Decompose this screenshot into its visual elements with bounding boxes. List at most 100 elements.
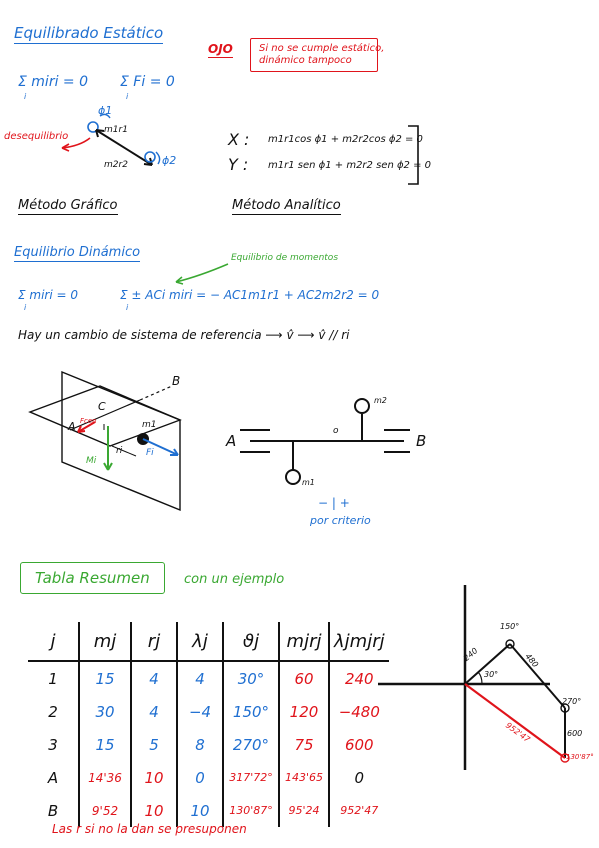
- label-C-3d: C: [98, 400, 106, 413]
- shaft-label-o: o: [333, 426, 339, 436]
- ojo-note: Si no se cumple estático, dinámico tampo…: [250, 38, 385, 72]
- ojo-note-line1: Si no se cumple estático,: [259, 43, 385, 54]
- summary-title: Tabla Resumen: [20, 562, 165, 594]
- header-mjrj: mjrj: [278, 622, 329, 662]
- cell-rj: 5: [130, 728, 177, 761]
- section-title-static: Equilibrado Estático: [14, 24, 164, 44]
- label-ri: ri: [116, 446, 123, 456]
- cell-rj: 10: [130, 761, 177, 794]
- label-m2r2: m2r2: [104, 160, 128, 170]
- cell-thetaj: 130'87°: [222, 794, 279, 827]
- ojo-label: OJO: [208, 42, 233, 58]
- label-phi1: ϕ1: [98, 104, 113, 117]
- cell-j: 3: [48, 735, 58, 754]
- label-phi2: ϕ2: [162, 154, 177, 167]
- x-equation: m1r1cos ϕ1 + m2r2cos ϕ2 = 0: [268, 134, 423, 145]
- label-B-3d: B: [172, 374, 181, 388]
- shaft-label-B: B: [416, 432, 427, 450]
- cell-rj: 4: [130, 661, 177, 695]
- cell-lambdaj: 4: [176, 661, 223, 695]
- poly-label-150: 150°: [500, 622, 520, 631]
- y-equation: m1r1 sen ϕ1 + m2r2 sen ϕ2 = 0: [268, 160, 432, 171]
- shaft-sign: − | +: [318, 496, 350, 510]
- metodo-grafico: Método Gráfico: [18, 198, 118, 215]
- cell-thetaj: 270°: [222, 728, 279, 761]
- momentos-note: Equilibrio de momentos: [231, 253, 339, 263]
- poly-label-30: 30°: [484, 670, 499, 679]
- cell-lambdaj: 8: [176, 728, 223, 761]
- dynamic-eq2-index: i: [126, 303, 129, 312]
- poly-label-600: 600: [567, 729, 583, 738]
- cell-j: B: [47, 801, 59, 820]
- cell-lambdamjrj: 600: [328, 728, 389, 761]
- cell-lambdamjrj: 952'47: [328, 794, 389, 827]
- header-mj: mj: [78, 622, 131, 662]
- label-m1-3d: m1: [142, 420, 157, 430]
- cell-lambdaj: −4: [176, 695, 223, 728]
- summary-table: j mj rj λj ϑj mjrj λjmjrj 1 15 4 4 30° 6…: [28, 622, 389, 827]
- desequilibrio-label: desequilibrio: [4, 131, 69, 142]
- header-lambdamjrj: λjmjrj: [328, 622, 389, 662]
- cell-j: 1: [48, 669, 58, 688]
- table-row: A 14'36 10 0 317'72° 143'65 0: [28, 761, 389, 794]
- cambio-referencia: Hay un cambio de sistema de referencia ⟶…: [18, 328, 350, 342]
- cell-lambdamjrj: 0: [328, 761, 389, 794]
- ojo-note-line2: dinámico tampoco: [259, 55, 352, 66]
- summary-subtitle: con un ejemplo: [184, 572, 285, 587]
- cell-mjrj: 143'65: [278, 761, 329, 794]
- cell-mj: 15: [78, 661, 131, 695]
- static-eq-forces: Σ Fi = 0: [120, 74, 175, 90]
- cell-rj: 10: [130, 794, 177, 827]
- dynamic-eq1-index: i: [24, 303, 27, 312]
- cell-rj: 4: [130, 695, 177, 728]
- cell-j: A: [47, 768, 59, 787]
- cell-lambdaj: 0: [176, 761, 223, 794]
- table-row: 3 15 5 8 270° 75 600: [28, 728, 389, 761]
- label-fcent: Fcen: [80, 417, 97, 425]
- dynamic-eq2: Σ ± ACi miri = − AC1m1r1 + AC2m2r2 = 0: [120, 288, 380, 302]
- shaft-label-m1: m1: [302, 478, 315, 487]
- x-axis-label: X :: [228, 130, 250, 149]
- table-row: B 9'52 10 10 130'87° 95'24 952'47: [28, 794, 389, 827]
- cell-mjrj: 120: [278, 695, 329, 728]
- label-A-3d: A: [68, 420, 76, 433]
- summary-footer: Las r si no la dan se presuponen: [52, 822, 247, 836]
- shaft-label-m2: m2: [374, 396, 387, 405]
- table-header-row: j mj rj λj ϑj mjrj λjmjrj: [28, 622, 389, 662]
- dynamic-eq1: Σ miri = 0: [18, 288, 79, 302]
- cell-mj: 9'52: [78, 794, 131, 827]
- header-thetaj: ϑj: [222, 622, 279, 662]
- cell-mjrj: 75: [278, 728, 329, 761]
- cell-mj: 15: [78, 728, 131, 761]
- label-fi: Fi: [146, 448, 154, 458]
- static-eq-moments: Σ miri = 0: [18, 74, 89, 90]
- cell-lambdamjrj: 240: [328, 661, 389, 695]
- cell-lambdamjrj: −480: [328, 695, 389, 728]
- cell-thetaj: 317'72°: [222, 761, 279, 794]
- shaft-criterio: por criterio: [310, 514, 371, 527]
- label-mi: Mi: [86, 456, 97, 466]
- table-row: 2 30 4 −4 150° 120 −480: [28, 695, 389, 728]
- cell-mjrj: 95'24: [278, 794, 329, 827]
- cell-thetaj: 150°: [222, 695, 279, 728]
- header-j: j: [28, 622, 79, 662]
- cell-mjrj: 60: [278, 661, 329, 695]
- table-row: 1 15 4 4 30° 60 240: [28, 661, 389, 695]
- section-title-dynamic: Equilibrio Dinámico: [14, 245, 141, 262]
- label-m1r1: m1r1: [104, 125, 128, 135]
- static-eq-index1: i: [24, 92, 27, 101]
- poly-label-130: 130'87°: [566, 753, 594, 761]
- cell-lambdaj: 10: [176, 794, 223, 827]
- metodo-analitico: Método Analítico: [232, 198, 341, 215]
- shaft-label-A: A: [226, 432, 237, 450]
- cell-j: 2: [48, 702, 58, 721]
- cell-mj: 14'36: [78, 761, 131, 794]
- header-lambdaj: λj: [176, 622, 223, 662]
- static-eq-index2: i: [126, 92, 129, 101]
- cell-thetaj: 30°: [222, 661, 279, 695]
